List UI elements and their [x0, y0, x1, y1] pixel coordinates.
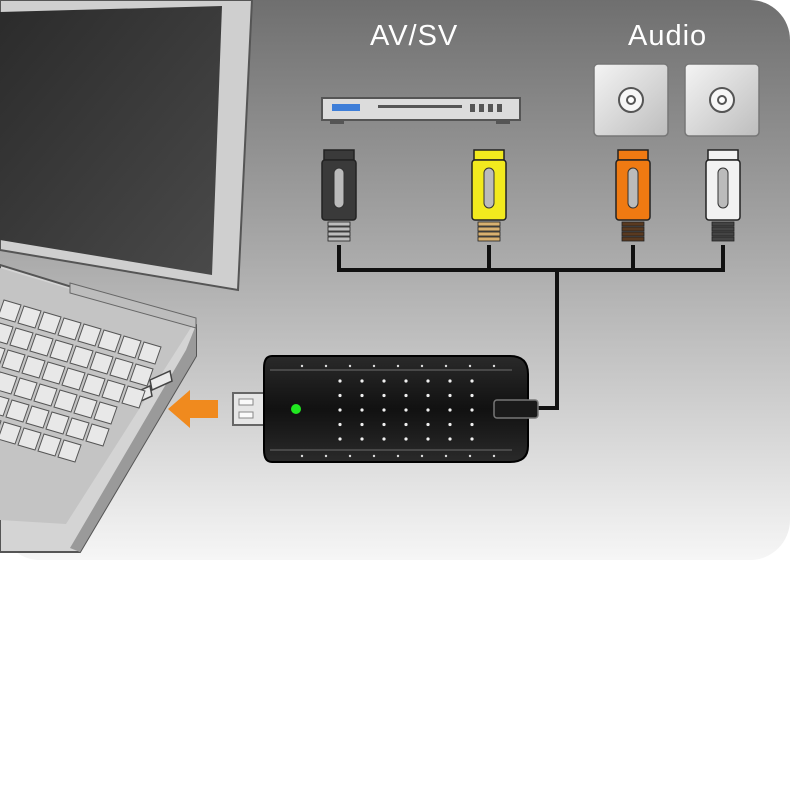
av-sv-label: AV/SV: [370, 20, 459, 52]
speaker-icon: [593, 63, 669, 137]
usb-capture-device-icon: [232, 355, 539, 463]
dvd-player-icon: [321, 97, 521, 124]
audio-label: Audio: [628, 20, 708, 52]
arrow-left-icon: [168, 390, 218, 428]
audio-right-plug: [705, 149, 741, 242]
video-plug: [471, 149, 507, 242]
cable-harness: [337, 245, 725, 410]
audio-left-plug: [615, 149, 651, 242]
led-indicator: [291, 404, 301, 414]
s-video-plug: [321, 149, 357, 242]
speaker-icon: [684, 63, 760, 137]
device-vent-dots: [300, 364, 496, 458]
laptop-keyboard: [0, 299, 162, 463]
